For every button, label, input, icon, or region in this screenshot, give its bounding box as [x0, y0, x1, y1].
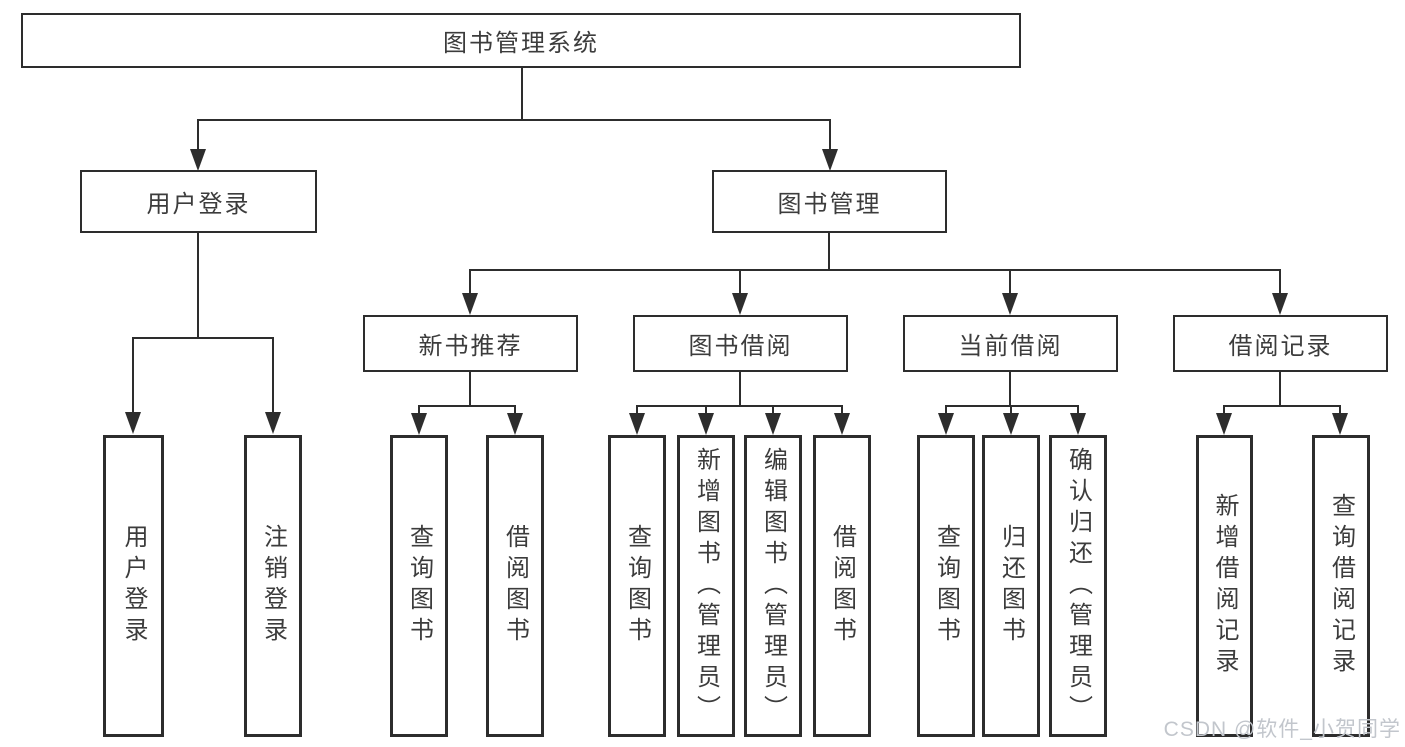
- arrowhead-icon: [125, 412, 141, 434]
- node-borrow-records: 借阅记录: [1173, 315, 1388, 372]
- leaf-cb-return-books: 归还图书: [982, 435, 1040, 737]
- connector-line: [469, 269, 471, 294]
- leaf-cb-confirm-return-admin: 确认归还（管理员）: [1049, 435, 1107, 737]
- arrowhead-icon: [765, 413, 781, 435]
- leaf-bb-query-books: 查询图书: [608, 435, 666, 737]
- connector-line: [1009, 269, 1011, 294]
- connector-line: [197, 233, 199, 339]
- connector-line: [829, 119, 831, 150]
- connector-line: [132, 337, 274, 339]
- arrowhead-icon: [462, 293, 478, 315]
- connector-line: [739, 372, 741, 407]
- arrowhead-icon: [1070, 413, 1086, 435]
- arrowhead-icon: [265, 412, 281, 434]
- connector-line: [945, 405, 1079, 407]
- connector-line: [739, 269, 741, 294]
- node-current-borrow: 当前借阅: [903, 315, 1118, 372]
- connector-line: [1077, 405, 1079, 414]
- connector-line: [841, 405, 843, 414]
- arrowhead-icon: [822, 149, 838, 171]
- connector-line: [945, 405, 947, 414]
- leaf-bb-add-books-admin: 新增图书（管理员）: [677, 435, 735, 737]
- arrowhead-icon: [1332, 413, 1348, 435]
- leaf-bb-edit-books-admin: 编辑图书（管理员）: [744, 435, 802, 737]
- leaf-nb-query-books: 查询图书: [390, 435, 448, 737]
- node-user-login: 用户登录: [80, 170, 317, 233]
- arrowhead-icon: [507, 413, 523, 435]
- connector-line: [1339, 405, 1341, 414]
- connector-line: [197, 119, 831, 121]
- arrowhead-icon: [1002, 293, 1018, 315]
- connector-line: [1223, 405, 1225, 414]
- connector-line: [636, 405, 638, 414]
- leaf-br-query-record: 查询借阅记录: [1312, 435, 1370, 737]
- arrowhead-icon: [938, 413, 954, 435]
- connector-line: [521, 68, 523, 120]
- node-book-borrow: 图书借阅: [633, 315, 848, 372]
- leaf-logout: 注销登录: [244, 435, 302, 737]
- arrowhead-icon: [834, 413, 850, 435]
- arrowhead-icon: [629, 413, 645, 435]
- connector-line: [469, 372, 471, 407]
- connector-line: [772, 405, 774, 414]
- arrowhead-icon: [190, 149, 206, 171]
- connector-line: [469, 269, 1281, 271]
- connector-line: [272, 337, 274, 413]
- connector-line: [636, 405, 843, 407]
- arrowhead-icon: [1003, 413, 1019, 435]
- connector-line: [828, 233, 830, 271]
- connector-line: [514, 405, 516, 414]
- connector-line: [418, 405, 420, 414]
- arrowhead-icon: [1272, 293, 1288, 315]
- arrowhead-icon: [1216, 413, 1232, 435]
- watermark: CSDN @软件_小贺同学: [1163, 718, 1401, 741]
- connector-line: [1010, 405, 1012, 414]
- connector-line: [1009, 372, 1011, 407]
- connector-line: [197, 119, 199, 150]
- connector-line: [132, 337, 134, 413]
- leaf-nb-borrow-books: 借阅图书: [486, 435, 544, 737]
- arrowhead-icon: [411, 413, 427, 435]
- node-root-library-management-system: 图书管理系统: [21, 13, 1021, 68]
- connector-line: [1279, 269, 1281, 294]
- leaf-br-add-record: 新增借阅记录: [1196, 435, 1253, 737]
- arrowhead-icon: [732, 293, 748, 315]
- connector-line: [418, 405, 516, 407]
- connector-line: [705, 405, 707, 414]
- connector-line: [1223, 405, 1341, 407]
- leaf-bb-borrow-books: 借阅图书: [813, 435, 871, 737]
- node-book-management: 图书管理: [712, 170, 947, 233]
- node-new-book-recommend: 新书推荐: [363, 315, 578, 372]
- connector-line: [1279, 372, 1281, 407]
- arrowhead-icon: [698, 413, 714, 435]
- leaf-cb-query-books: 查询图书: [917, 435, 975, 737]
- leaf-user-login: 用户登录: [103, 435, 164, 737]
